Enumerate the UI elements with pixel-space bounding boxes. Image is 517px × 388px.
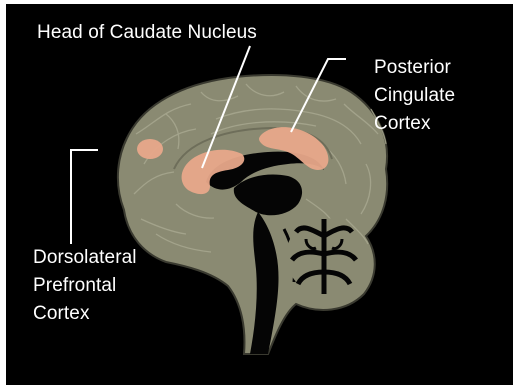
caudate-label-line: Head of Caudate Nucleus: [37, 19, 257, 47]
diagram-panel: Head of Caudate Nucleus Posterior Cingul…: [6, 4, 513, 385]
cingulate-label-line-2: Cingulate: [374, 82, 455, 110]
cerebellum-icon: [286, 218, 362, 294]
dlpfc-label-line-2: Prefrontal: [33, 272, 137, 300]
dlpfc-label: Dorsolateral Prefrontal Cortex: [33, 244, 137, 328]
cingulate-label: Posterior Cingulate Cortex: [374, 54, 455, 138]
cingulate-label-line-3: Cortex: [374, 110, 455, 138]
dlpfc-label-line-1: Dorsolateral: [33, 244, 137, 272]
dlpfc-highlight: [137, 139, 163, 159]
dlpfc-label-line-3: Cortex: [33, 300, 137, 328]
dlpfc-leader-line: [71, 150, 98, 244]
caudate-label: Head of Caudate Nucleus: [37, 19, 257, 47]
cingulate-label-line-1: Posterior: [374, 54, 455, 82]
brain-outline-icon: [118, 75, 387, 354]
